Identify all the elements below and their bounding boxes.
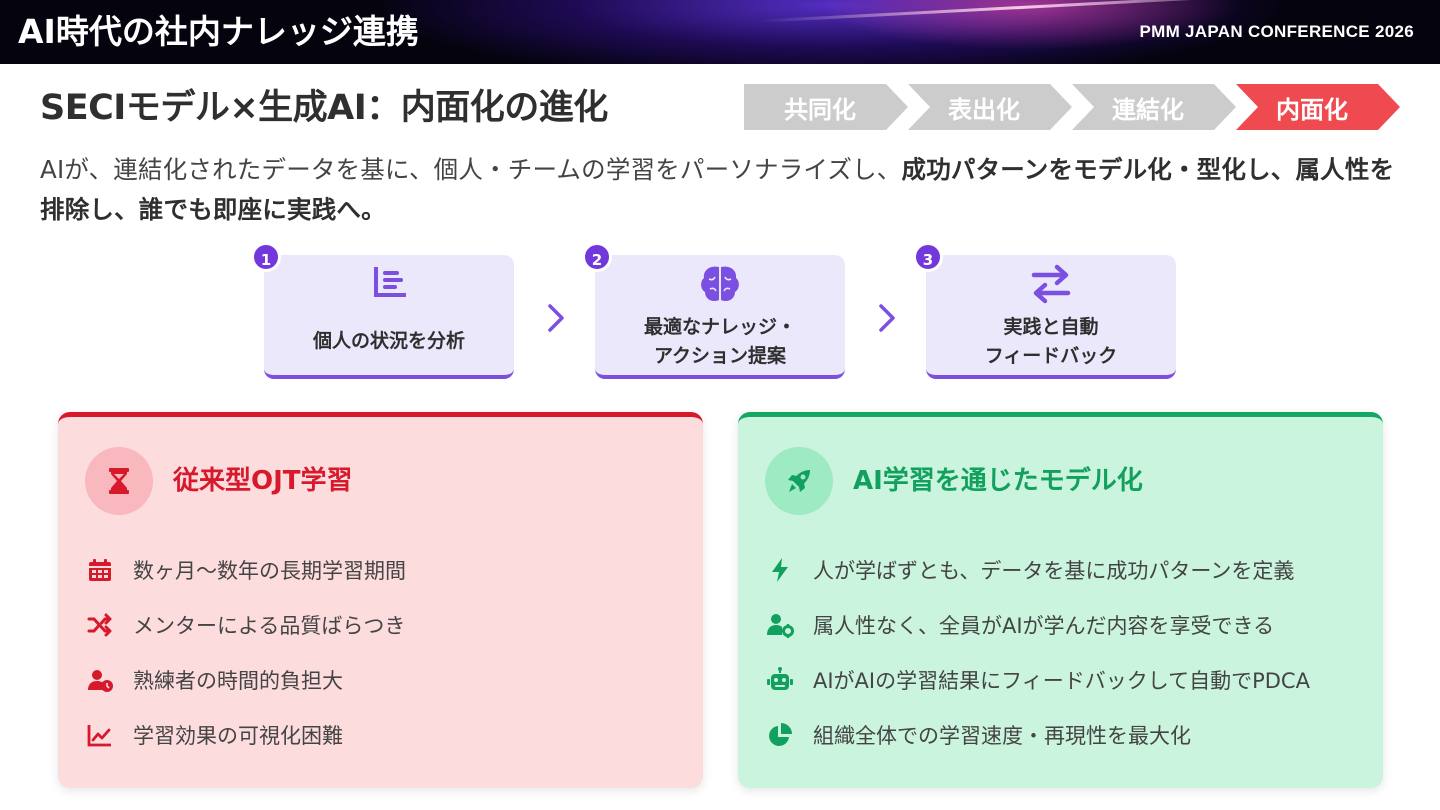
process-card-analyze: 1 個人の状況を分析 bbox=[251, 242, 514, 379]
seci-step-externalization: 表出化 bbox=[908, 84, 1072, 130]
traditional-ojt-panel: 従来型OJT学習 数ヶ月〜数年の長期学習期間 メンターによる品質ばらつき 熟練者… bbox=[58, 412, 703, 788]
ai-benefits-list: 人が学ばずとも、データを基に成功パターンを定義 属人性なく、全員がAIが学んだ内… bbox=[766, 542, 1310, 762]
slide-title: AI時代の社内ナレッジ連携 bbox=[18, 12, 419, 51]
bolt-icon bbox=[766, 556, 794, 584]
user-gear-icon bbox=[766, 611, 795, 639]
calendar-icon bbox=[86, 556, 114, 584]
process-label: 個人の状況を分析 bbox=[312, 330, 465, 352]
brain-icon bbox=[701, 266, 739, 302]
list-item-text: 学習効果の可視化困難 bbox=[133, 723, 343, 748]
seci-step-socialization: 共同化 bbox=[744, 84, 908, 130]
list-item-text: 数ヶ月〜数年の長期学習期間 bbox=[133, 558, 406, 583]
pie-chart-icon bbox=[766, 721, 794, 749]
panel-title: 従来型OJT学習 bbox=[173, 466, 353, 496]
rocket-icon bbox=[788, 470, 810, 492]
seci-steps: 共同化 表出化 連結化 内面化 bbox=[744, 84, 1400, 130]
list-item-text: AIがAIの学習結果にフィードバックして自動でPDCA bbox=[813, 668, 1310, 693]
seci-step-label: 内面化 bbox=[1276, 95, 1348, 124]
process-card-suggest: 2 最適なナレッジ・ アクション提案 bbox=[582, 242, 845, 379]
list-item: 学習効果の可視化困難 bbox=[86, 707, 406, 762]
ai-modeling-panel: AI学習を通じたモデル化 人が学ばずとも、データを基に成功パターンを定義 属人性… bbox=[738, 412, 1383, 788]
description-normal: AIが、連結化されたデータを基に、個人・チームの学習をパーソナライズし、 bbox=[40, 155, 902, 184]
header-bar: AI時代の社内ナレッジ連携 PMM JAPAN CONFERENCE 2026 bbox=[0, 0, 1440, 64]
seci-step-label: 連結化 bbox=[1112, 95, 1184, 124]
list-item: 組織全体での学習速度・再現性を最大化 bbox=[766, 707, 1310, 762]
list-item-text: 熟練者の時間的負担大 bbox=[133, 668, 343, 693]
process-label: 最適なナレッジ・ アクション提案 bbox=[643, 316, 796, 367]
hourglass-icon bbox=[109, 468, 129, 494]
step-number-badge: 1 bbox=[251, 242, 281, 272]
user-clock-icon bbox=[86, 666, 114, 694]
arrows-exchange-icon bbox=[1031, 264, 1071, 304]
list-item: 熟練者の時間的負担大 bbox=[86, 652, 406, 707]
seci-step-combination: 連結化 bbox=[1072, 84, 1236, 130]
traditional-issues-list: 数ヶ月〜数年の長期学習期間 メンターによる品質ばらつき 熟練者の時間的負担大 学… bbox=[86, 542, 406, 762]
description-bold: 成功パターンをモデル化・型化し、属人性を排除し、誰でも即座に実践へ。 bbox=[40, 155, 1395, 224]
list-item-text: 人が学ばずとも、データを基に成功パターンを定義 bbox=[813, 558, 1295, 583]
line-chart-icon bbox=[86, 721, 114, 749]
conference-name: PMM JAPAN CONFERENCE 2026 bbox=[1139, 22, 1414, 41]
list-item-text: 組織全体での学習速度・再現性を最大化 bbox=[813, 723, 1191, 748]
seci-step-label: 表出化 bbox=[948, 95, 1020, 124]
list-item: 属人性なく、全員がAIが学んだ内容を享受できる bbox=[766, 597, 1310, 652]
chevron-right-icon bbox=[879, 304, 895, 332]
list-item: AIがAIの学習結果にフィードバックして自動でPDCA bbox=[766, 652, 1310, 707]
shuffle-icon bbox=[86, 611, 114, 639]
panel-badge bbox=[765, 447, 833, 515]
list-chart-icon bbox=[374, 267, 406, 297]
list-item-text: 属人性なく、全員がAIが学んだ内容を享受できる bbox=[813, 613, 1275, 638]
step-number-badge: 2 bbox=[582, 242, 612, 272]
chevron-right-icon bbox=[548, 304, 564, 332]
process-label: 実践と自動 フィードバック bbox=[984, 316, 1118, 367]
panel-badge bbox=[85, 447, 153, 515]
list-item-text: メンターによる品質ばらつき bbox=[133, 613, 406, 638]
list-item: メンターによる品質ばらつき bbox=[86, 597, 406, 652]
robot-icon bbox=[766, 666, 794, 694]
process-card-feedback: 3 実践と自動 フィードバック bbox=[913, 242, 1176, 379]
panel-title: AI学習を通じたモデル化 bbox=[853, 466, 1143, 496]
step-number-badge: 3 bbox=[913, 242, 943, 272]
list-item: 数ヶ月〜数年の長期学習期間 bbox=[86, 542, 406, 597]
seci-step-label: 共同化 bbox=[784, 95, 856, 124]
section-title: SECIモデル×生成AI：内面化の進化 bbox=[40, 88, 608, 128]
seci-step-internalization: 内面化 bbox=[1236, 84, 1400, 130]
list-item: 人が学ばずとも、データを基に成功パターンを定義 bbox=[766, 542, 1310, 597]
description: AIが、連結化されたデータを基に、個人・チームの学習をパーソナライズし、成功パタ… bbox=[40, 150, 1400, 230]
